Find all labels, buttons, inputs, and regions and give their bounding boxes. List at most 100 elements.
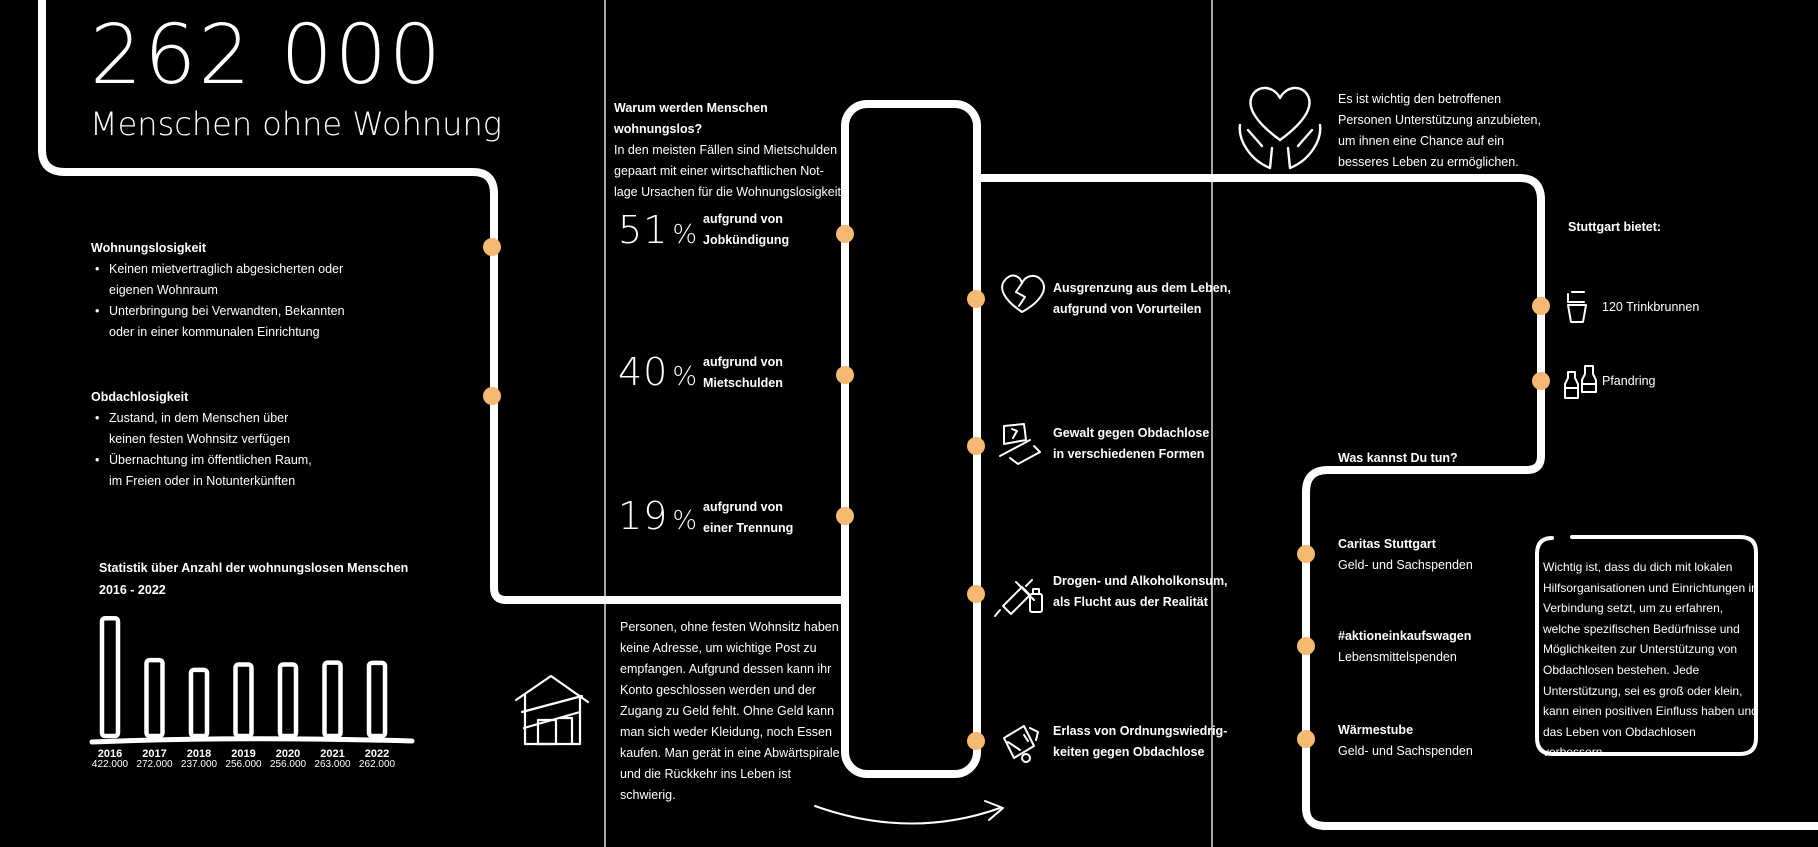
cause-label-line: aufgrund von (703, 500, 783, 514)
cause-stat: 19% (618, 496, 698, 541)
bottles-icon (1564, 365, 1597, 399)
stuttgart-item: 120 Trinkbrunnen (1602, 300, 1700, 314)
consequence-line: Zugang zu Geld fehlt. Ohne Geld kann (620, 704, 835, 718)
definition-obdachlosigkeit: Obdachlosigkeit Zustand, in dem Menschen… (91, 387, 391, 492)
support-line: besseres Leben zu ermöglichen. (1338, 155, 1519, 169)
cause-label-line: aufgrund von (703, 355, 783, 369)
problem-line: Gewalt gegen Obdachlose (1053, 426, 1210, 440)
dot (1297, 637, 1315, 655)
definition-item: Unterbringung bei Verwandten, Bekannten … (95, 301, 349, 343)
consequence-line: Personen, ohne festen Wohnsitz haben (620, 620, 839, 634)
percent-sign: % (672, 506, 699, 536)
causes-line: In den meisten Fällen sind Mietschulden (614, 143, 838, 157)
dot (967, 437, 985, 455)
chart-tick-label: 2017 (142, 748, 167, 760)
note-line: Wichtig ist, dass du dich mit lokalen (1543, 560, 1733, 574)
consequence-line: empfangen. Aufgrund dessen kann ihr (620, 662, 832, 676)
dot (836, 366, 854, 384)
chart-data-label: 256.000 (269, 759, 307, 770)
cause-percent: 40 (618, 350, 669, 394)
chart-baseline (89, 736, 415, 745)
note-line: Verbindung setzt, um zu erfahren, (1543, 601, 1724, 616)
note-line: das Leben von Obdachlosen verbessern (1543, 724, 1696, 760)
house-icon (514, 674, 590, 746)
problem-line: aufgrund von Vorurteilen (1053, 302, 1202, 316)
support-line: Personen Unterstützung anzubieten, (1338, 113, 1541, 127)
chart-bar (277, 662, 299, 739)
causes-line: gepaart mit einer wirtschaftlichen Not- (614, 164, 824, 178)
heart-hands-icon (1238, 86, 1322, 170)
dot (836, 225, 854, 243)
org-item: Caritas Stuttgart Geld- und Sachspenden (1338, 534, 1473, 576)
chart-title: Statistik über Anzahl der wohnungslosen … (99, 561, 409, 575)
note-line: kann einen positiven Einfluss haben und (1543, 704, 1758, 719)
flow-path (38, 0, 846, 604)
help-question: Was kannst Du tun? (1338, 451, 1458, 465)
chart-data-label: 237.000 (180, 759, 218, 770)
definition-item: Übernachtung im öffentlichen Raum, im Fr… (95, 450, 319, 492)
note-box (1535, 535, 1758, 756)
dot (967, 290, 985, 308)
org-item: #aktioneinkaufswagen Lebensmittelspenden (1338, 626, 1471, 668)
stuttgart-item: Pfandring (1602, 374, 1656, 388)
cause-label-line: Jobkündigung (703, 233, 790, 247)
chart-bar (99, 615, 121, 739)
dot (967, 585, 985, 603)
chart-bar (233, 662, 254, 739)
causes-line: lage Ursachen für die Wohnungslosigkeit. (614, 185, 845, 199)
org-desc: Lebensmittelspenden (1338, 650, 1457, 664)
definition-item: Keinen mietvertraglich abgesicherten ode… (95, 259, 349, 301)
note-line: Möglichkeiten zur Unterstützung von (1543, 642, 1738, 657)
consequence-text: Personen, ohne festen Wohnsitz haben kei… (620, 617, 845, 806)
causes-question: Warum werden Menschen wohnungslos? (614, 101, 768, 136)
causes-intro: Warum werden Menschen wohnungslos? In de… (614, 98, 854, 203)
chart-data-label: 422.000 (91, 759, 129, 770)
cause-label-line: aufgrund von (703, 212, 783, 226)
dot (967, 732, 985, 750)
problem-item: Erlass von Ordnungswiedrig- keiten gegen… (1053, 721, 1227, 763)
percent-sign: % (672, 220, 699, 250)
consequence-line: man sich weder Kleidung, noch Essen (620, 725, 832, 739)
cause-percent: 51 (618, 208, 669, 252)
problem-item: Gewalt gegen Obdachlose in verschiedenen… (1053, 423, 1209, 465)
org-name: Wärmestube (1338, 723, 1414, 737)
cause-stat: 40% (618, 352, 698, 397)
percent-sign: % (672, 362, 699, 392)
chart-tick-label: 2016 (97, 748, 123, 760)
fine-icon (1003, 725, 1039, 763)
support-text: Es ist wichtig den betroffenen Personen … (1338, 89, 1558, 173)
chart-data-label: 256.000 (225, 759, 262, 770)
dot (1297, 545, 1315, 563)
dot (836, 507, 854, 525)
chart-data-label: 272.000 (136, 759, 173, 770)
problem-item: Drogen- und Alkoholkonsum, als Flucht au… (1053, 571, 1228, 613)
drugs-alcohol-icon (994, 579, 1043, 617)
stuttgart-title: Stuttgart bietet: (1568, 220, 1662, 234)
cause-label: aufgrund von Mietschulden (703, 352, 783, 394)
problem-line: Drogen- und Alkoholkonsum, (1053, 574, 1228, 588)
dot (1532, 372, 1550, 390)
problem-line: als Flucht aus der Realität (1053, 595, 1208, 609)
org-desc: Geld- und Sachspenden (1338, 744, 1473, 758)
cause-label: aufgrund von einer Trennung (703, 497, 793, 539)
support-line: Es ist wichtig den betroffenen (1338, 92, 1502, 106)
chart-data-label: 263.000 (314, 759, 351, 770)
problem-line: keiten gegen Obdachlose (1053, 745, 1205, 759)
org-name: Caritas Stuttgart (1338, 537, 1436, 551)
cause-tube (841, 100, 981, 778)
chart-subtitle: 2016 - 2022 (99, 583, 166, 597)
cause-label: aufgrund von Jobkündigung (703, 209, 789, 251)
cause-label-line: Mietschulden (703, 376, 783, 390)
definition-title: Wohnungslosigkeit (91, 241, 207, 255)
problem-line: Erlass von Ordnungswiedrig- (1053, 724, 1228, 738)
problem-line: Ausgrenzung aus dem Leben, (1053, 281, 1231, 295)
fountain-cup-icon (1567, 291, 1587, 323)
dot (483, 387, 501, 405)
chart-tick-label: 2022 (364, 748, 390, 760)
note-line: welche spezifischen Bedürfnisse und (1543, 621, 1740, 636)
problem-item: Ausgrenzung aus dem Leben, aufgrund von … (1053, 278, 1231, 320)
chart-tick-label: 2020 (275, 748, 301, 760)
dot (483, 238, 501, 256)
consequence-line: und die Rückkehr ins Leben ist schwierig… (620, 767, 791, 802)
org-item: Wärmestube Geld- und Sachspenden (1338, 720, 1473, 762)
